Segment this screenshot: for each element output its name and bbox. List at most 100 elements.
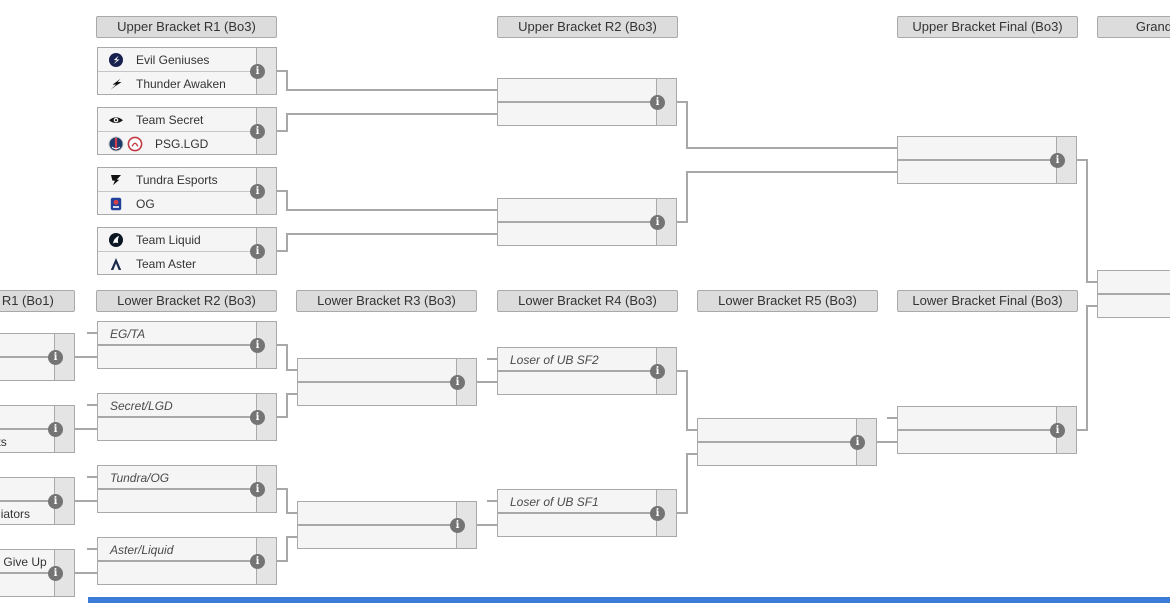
- team-slot: OG: [98, 192, 256, 215]
- team-slot: [898, 161, 1056, 184]
- slot-divider: [98, 416, 276, 418]
- psg-logo-icon: [108, 136, 124, 152]
- team-slot: [298, 526, 456, 549]
- match-lb-r1-m4: Royal Never Give Up Soniqsi: [0, 549, 75, 597]
- match-info-icon[interactable]: i: [650, 506, 665, 521]
- match-info-icon[interactable]: i: [650, 364, 665, 379]
- slot-divider: [298, 381, 476, 383]
- header-lower-bracket-r3: Lower Bracket R3 (Bo3): [296, 290, 477, 312]
- team-slot: [698, 443, 856, 466]
- team-slot: [98, 490, 256, 513]
- team-slot: EG/TA: [98, 322, 256, 345]
- match-info-icon[interactable]: i: [48, 494, 63, 509]
- team-slot: [498, 514, 656, 537]
- match-lb-final: i: [897, 406, 1077, 454]
- match-info-icon[interactable]: i: [1050, 153, 1065, 168]
- team-name[interactable]: Royal Never Give Up: [0, 554, 47, 569]
- team-slot: Hokori: [0, 478, 54, 501]
- match-info-icon[interactable]: i: [250, 124, 265, 139]
- team-slot: [498, 199, 656, 222]
- team-name[interactable]: Thunder Awaken: [136, 76, 226, 91]
- match-lb-r1-m2: Team SpiritTalon Esports i: [0, 405, 75, 453]
- slot-divider: [898, 429, 1076, 431]
- team-name[interactable]: Talon Esports: [0, 434, 7, 449]
- match-info-icon[interactable]: i: [48, 422, 63, 437]
- header-lower-bracket-r4: Lower Bracket R4 (Bo3): [497, 290, 678, 312]
- team-name[interactable]: PSG.LGD: [155, 136, 209, 151]
- slot-divider: [498, 221, 676, 223]
- header-lower-bracket-final: Lower Bracket Final (Bo3): [897, 290, 1078, 312]
- match-info-icon[interactable]: i: [250, 184, 265, 199]
- team-slot: [1098, 271, 1170, 294]
- match-info-icon[interactable]: i: [650, 215, 665, 230]
- slot-divider: [0, 572, 74, 574]
- team-slot: [98, 562, 256, 585]
- match-info-icon[interactable]: i: [850, 435, 865, 450]
- match-ub-r2-m1: i: [497, 78, 677, 126]
- slot-divider: [498, 101, 676, 103]
- match-lb-r3-m2: i: [297, 501, 477, 549]
- team-aster-logo-icon: [108, 256, 124, 272]
- team-slot: Tundra/OG: [98, 466, 256, 489]
- team-slot: Fnatic: [0, 334, 54, 357]
- slot-divider: [298, 524, 476, 526]
- match-lb-r4-m2: Loser of UB SF1 i: [497, 489, 677, 537]
- team-slot: Loser of UB SF2: [498, 348, 656, 371]
- match-info-icon[interactable]: i: [48, 350, 63, 365]
- team-slot: Soniqs: [0, 574, 54, 597]
- header-grand-final: Grand Final (Bo5): [1097, 16, 1170, 38]
- pending-team-label: Aster/Liquid: [110, 542, 174, 557]
- og-logo-icon: [108, 196, 124, 212]
- team-liquid-logo-icon: [108, 232, 124, 248]
- team-name[interactable]: Gaimin Gladiators: [0, 506, 31, 521]
- team-name[interactable]: OG: [136, 196, 155, 211]
- match-lb-r2-m4: Aster/Liquid i: [97, 537, 277, 585]
- match-info-icon[interactable]: i: [650, 95, 665, 110]
- match-info-icon[interactable]: i: [250, 410, 265, 425]
- match-info-icon[interactable]: i: [250, 482, 265, 497]
- team-slot: Thunder Awaken: [98, 72, 256, 95]
- team-name[interactable]: Team Liquid: [136, 232, 201, 247]
- team-secret-logo-icon: [108, 112, 124, 128]
- horizontal-scrollbar[interactable]: [88, 597, 1170, 603]
- team-slot: [98, 418, 256, 441]
- team-name[interactable]: Team Aster: [136, 256, 197, 271]
- team-slot: [298, 502, 456, 525]
- header-upper-bracket-final: Upper Bracket Final (Bo3): [897, 16, 1078, 38]
- team-name[interactable]: Tundra Esports: [136, 172, 218, 187]
- match-info-icon[interactable]: i: [48, 566, 63, 581]
- team-slot: [498, 223, 656, 246]
- team-slot: [98, 346, 256, 369]
- team-name[interactable]: Team Secret: [136, 112, 204, 127]
- match-info-icon[interactable]: i: [1050, 423, 1065, 438]
- match-lb-r1-m1: Fnaticbeastcoasti: [0, 333, 75, 381]
- header-lower-bracket-r1: Lower Bracket R1 (Bo1): [0, 290, 75, 312]
- header-lower-bracket-r2: Lower Bracket R2 (Bo3): [96, 290, 277, 312]
- team-name[interactable]: Evil Geniuses: [136, 52, 210, 67]
- pending-team-label: Secret/LGD: [110, 398, 173, 413]
- slot-divider: [98, 71, 276, 72]
- match-info-icon[interactable]: i: [250, 244, 265, 259]
- slot-divider: [98, 560, 276, 562]
- team-slot: [298, 359, 456, 382]
- team-slot: Team Secret: [98, 108, 256, 131]
- match-info-icon[interactable]: i: [250, 64, 265, 79]
- team-slot: Royal Never Give Up: [0, 550, 54, 573]
- team-slot: Evil Geniuses: [98, 48, 256, 71]
- pending-team-label: Loser of UB SF1: [510, 494, 599, 509]
- team-slot: Team Spirit: [0, 406, 54, 429]
- match-info-icon[interactable]: i: [450, 375, 465, 390]
- match-info-icon[interactable]: i: [250, 338, 265, 353]
- team-slot: PSG.LGD: [98, 132, 256, 155]
- match-lb-r5-m1: i: [697, 418, 877, 466]
- match-info-icon[interactable]: i: [250, 554, 265, 569]
- slot-divider: [1098, 293, 1170, 295]
- match-info-icon[interactable]: i: [450, 518, 465, 533]
- pending-team-label: Loser of UB SF2: [510, 352, 599, 367]
- slot-divider: [0, 500, 74, 502]
- slot-divider: [98, 131, 276, 132]
